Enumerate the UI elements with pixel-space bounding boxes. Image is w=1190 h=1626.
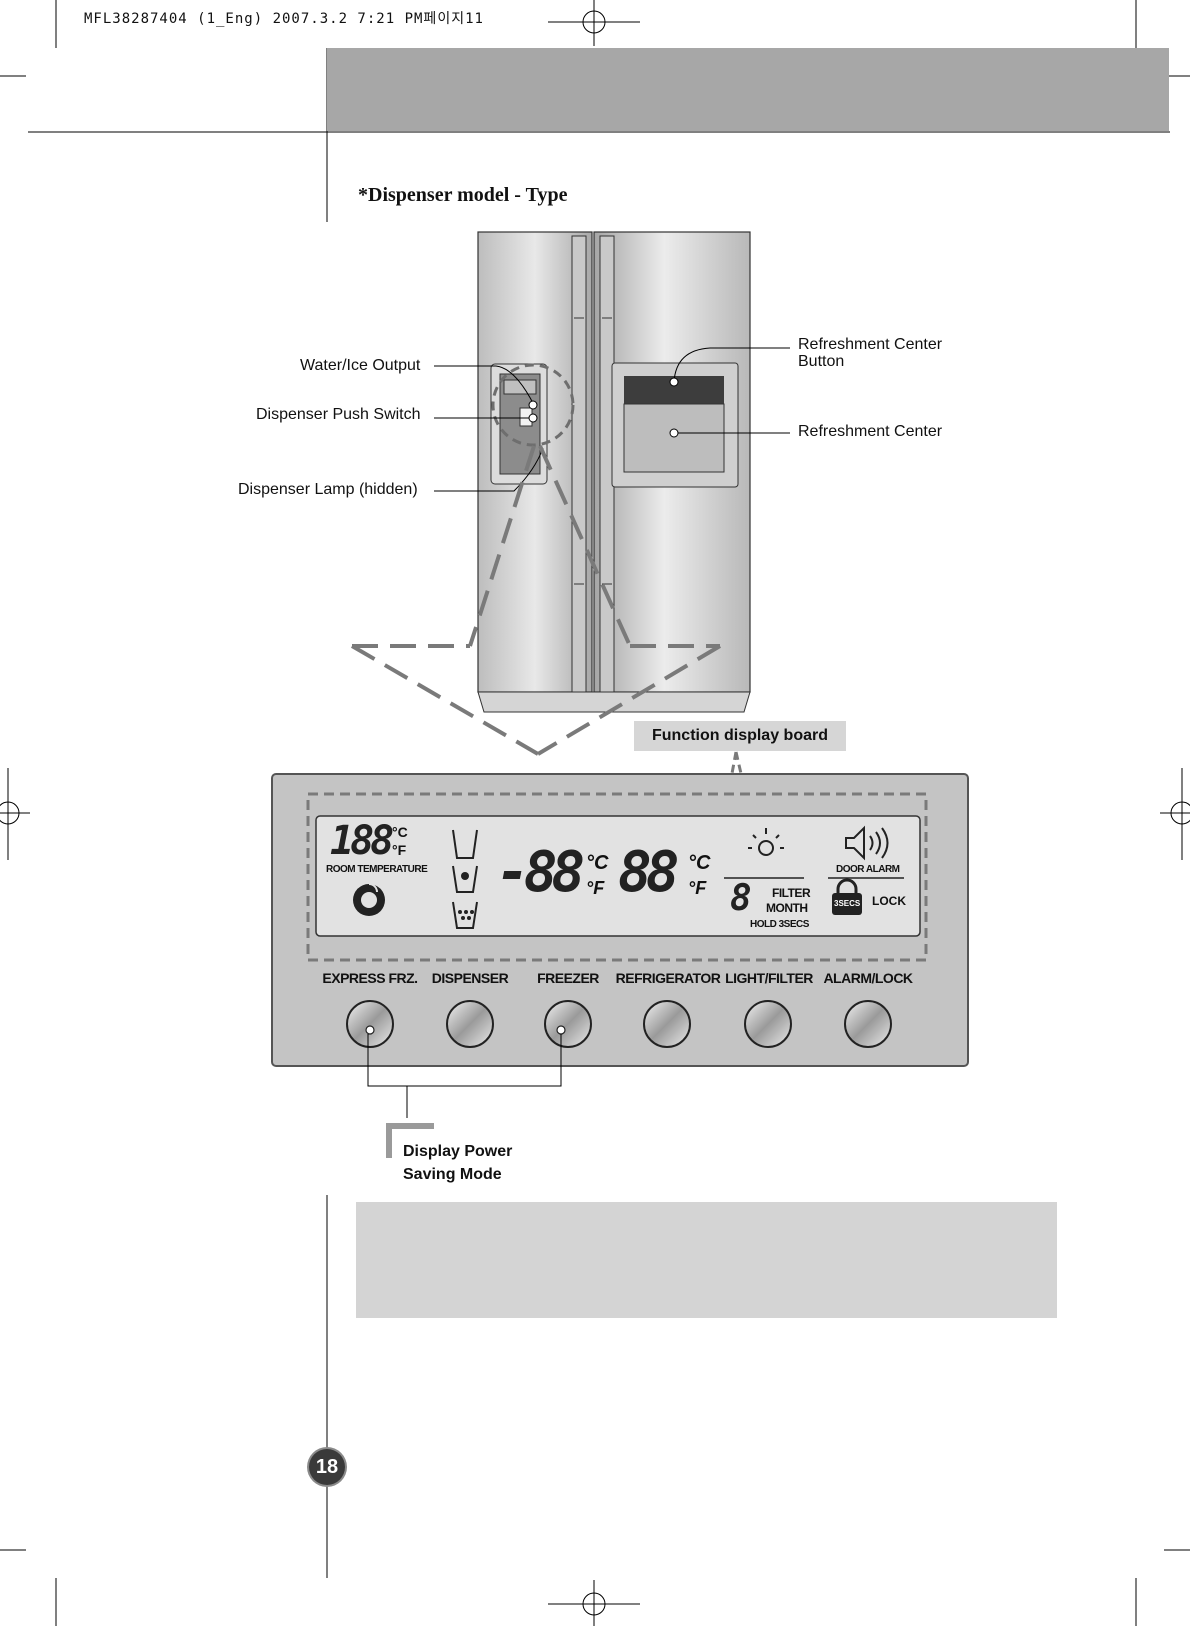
function-board-tag: Function display board xyxy=(634,721,846,751)
freezer-button[interactable] xyxy=(545,1001,591,1047)
label-water-ice-output: Water/Ice Output xyxy=(300,357,421,374)
button-label-express-frz: EXPRESS FRZ. xyxy=(322,970,418,986)
page-number: 18 xyxy=(309,1449,345,1485)
label-refreshment-center: Refreshment Center xyxy=(798,423,943,440)
lock-badge: 3SECS xyxy=(834,899,861,908)
button-label-alarm-lock: ALARM/LOCK xyxy=(823,970,913,986)
freezer-digits: -88 xyxy=(496,840,585,905)
button-label-freezer: FREEZER xyxy=(537,970,599,986)
button-label-refrigerator: REFRIGERATOR xyxy=(615,970,721,986)
alarm-lock-button[interactable] xyxy=(845,1001,891,1047)
cup-cubed-icon xyxy=(452,901,478,929)
fan-icon xyxy=(353,883,385,916)
lamp-icon xyxy=(748,828,784,856)
note-box xyxy=(356,1202,1057,1318)
freezer-unit-c: °C xyxy=(586,852,609,874)
filter-digit: 8 xyxy=(730,878,752,919)
lock-icon xyxy=(832,878,862,915)
button-label-light-filter: LIGHT/FILTER xyxy=(725,970,813,986)
fridge-unit-c: °C xyxy=(688,852,711,874)
label-dispenser-lamp: Dispenser Lamp (hidden) xyxy=(238,481,418,498)
print-info: MFL38287404 (1_Eng) 2007.3.2 7:21 PM페이지1… xyxy=(84,11,484,27)
button-label-dispenser: DISPENSER xyxy=(431,970,509,986)
hold-label: HOLD 3SECS xyxy=(750,919,809,930)
cup-crushed-icon xyxy=(452,829,478,859)
express-frz-button[interactable] xyxy=(347,1001,393,1047)
door-alarm-label: DOOR ALARM xyxy=(836,864,900,875)
label-push-switch: Dispenser Push Switch xyxy=(256,406,421,423)
room-temperature-label: ROOM TEMPERATURE xyxy=(326,864,428,875)
section-title: *Dispenser model - Type xyxy=(358,184,568,206)
room-temp-digits: 188 xyxy=(330,818,394,864)
fridge-unit-f: °F xyxy=(688,878,707,898)
freezer-unit-f: °F xyxy=(586,878,605,898)
dispenser-button[interactable] xyxy=(447,1001,493,1047)
lock-label: LOCK xyxy=(872,894,906,908)
filter-label: FILTER xyxy=(772,886,811,900)
month-label: MONTH xyxy=(766,901,808,915)
cup-water-icon xyxy=(452,865,478,893)
header-bar xyxy=(327,48,1169,131)
refrigerator-button[interactable] xyxy=(644,1001,690,1047)
room-unit-c: °C xyxy=(392,824,408,840)
room-unit-f: °F xyxy=(392,842,407,858)
speaker-icon xyxy=(845,825,889,861)
power-saving-label: Display Power Saving Mode xyxy=(403,1143,513,1183)
fridge-digits: 88 xyxy=(618,840,679,905)
light-filter-button[interactable] xyxy=(745,1001,791,1047)
label-refreshment-button: Refreshment Center Button xyxy=(798,336,943,370)
